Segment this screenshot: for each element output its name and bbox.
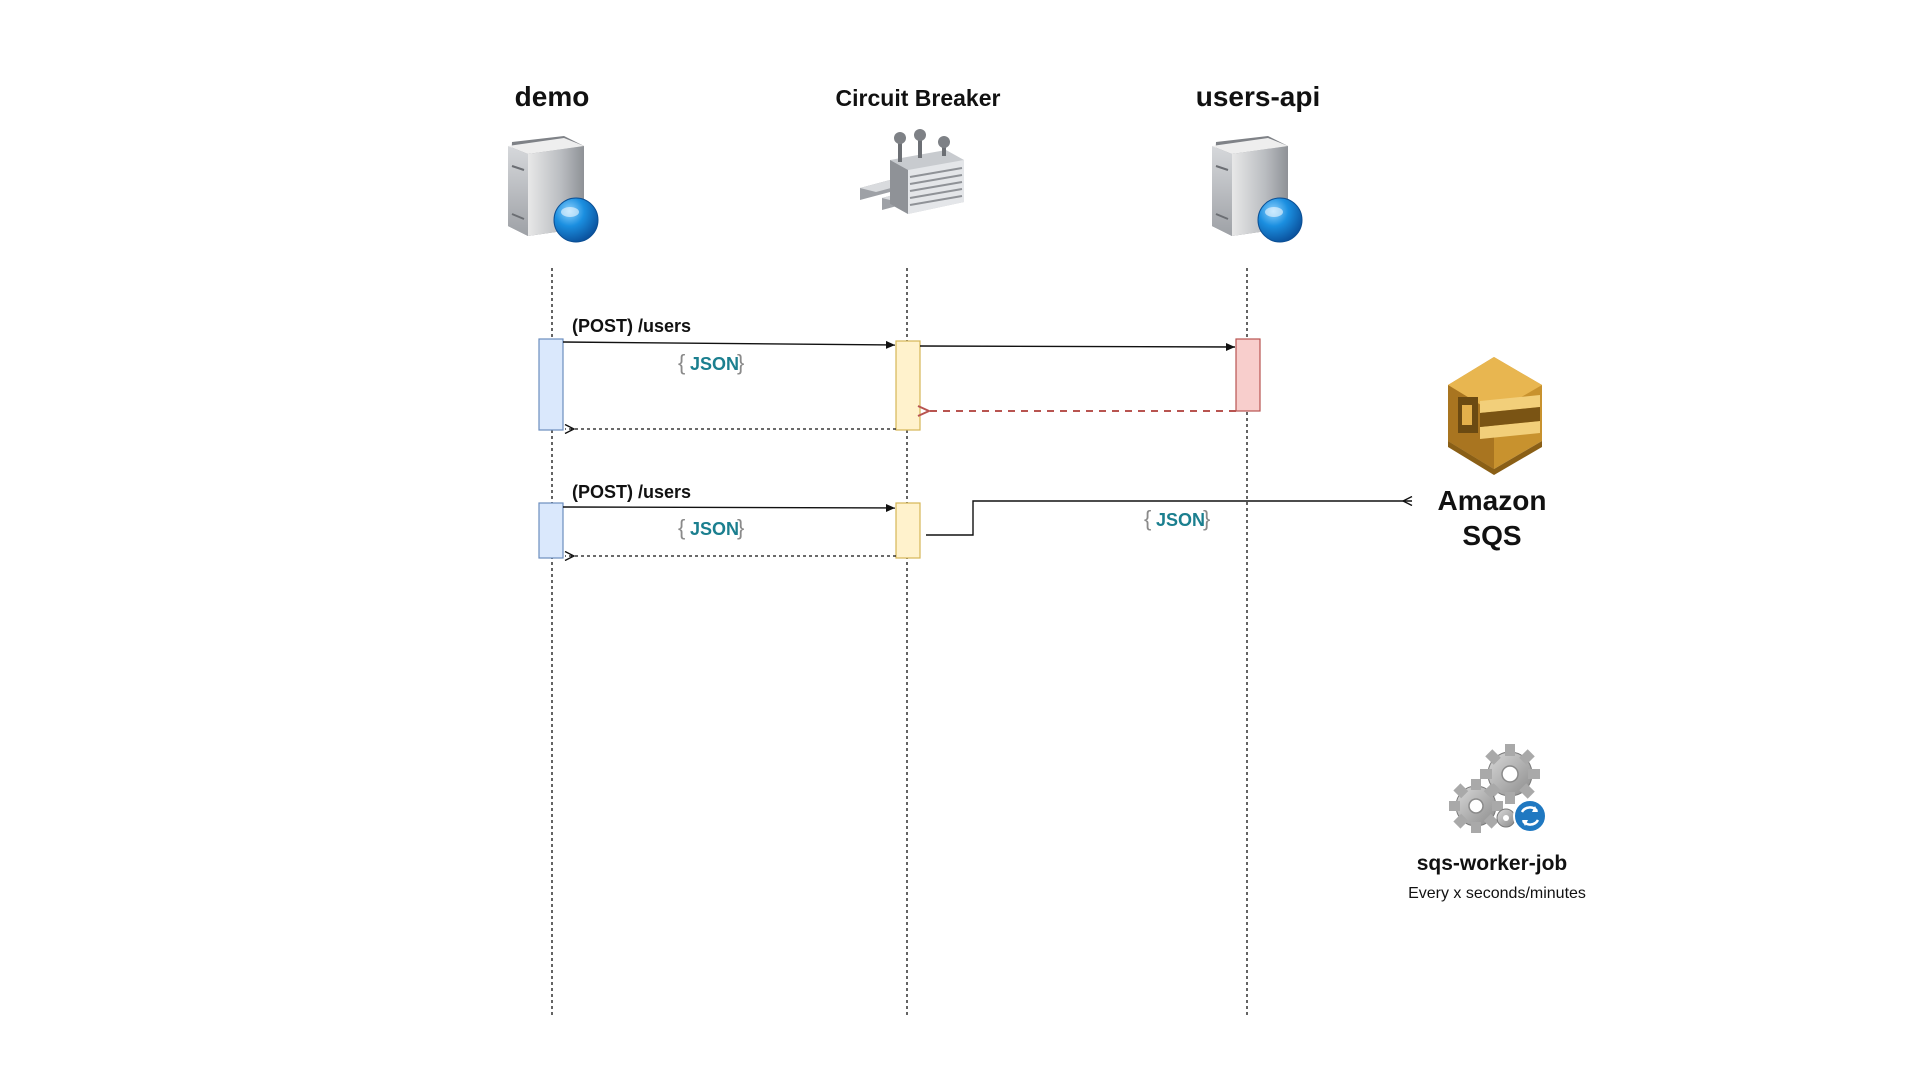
web-server-icon	[508, 136, 599, 243]
json-close-brace: }	[737, 350, 744, 375]
worker-title: sqs-worker-job	[1417, 852, 1568, 875]
request-label: (POST) /users	[572, 482, 691, 502]
sqs-title-line2: SQS	[1462, 520, 1521, 551]
gears-sync-icon	[1449, 744, 1547, 833]
circuit-breaker-activation	[895, 502, 921, 559]
demo-activation	[538, 338, 564, 431]
json-payload-label: { JSON }	[678, 350, 744, 375]
demo-title: demo	[515, 81, 590, 112]
sqs-title-line1: Amazon	[1438, 485, 1547, 516]
worker-subtitle: Every x seconds/minutes	[1408, 885, 1586, 902]
json-word: JSON	[690, 519, 739, 539]
circuit-breaker-title: Circuit Breaker	[836, 85, 1001, 111]
json-close-brace: }	[737, 515, 744, 540]
circuit-breaker-activation	[895, 340, 921, 431]
json-open-brace: {	[678, 350, 685, 375]
users-api-activation	[1235, 338, 1261, 412]
request-label: (POST) /users	[572, 316, 691, 336]
json-word: JSON	[690, 354, 739, 374]
users-api-title: users-api	[1196, 81, 1321, 112]
circuit-breaker-switch-icon	[860, 129, 964, 214]
json-open-brace: {	[678, 515, 685, 540]
sqs-publish-arrow	[926, 501, 1412, 536]
web-server-icon	[1212, 136, 1303, 243]
json-open-brace: {	[1144, 506, 1151, 531]
json-close-brace: }	[1203, 506, 1210, 531]
forward-request-arrow	[919, 342, 1236, 351]
request-arrow	[562, 503, 896, 512]
json-word: JSON	[1156, 510, 1205, 530]
request-arrow	[562, 340, 896, 349]
demo-activation	[538, 502, 564, 559]
json-payload-label: { JSON }	[678, 515, 744, 540]
amazon-sqs-icon	[1448, 357, 1542, 475]
json-payload-label: { JSON }	[1144, 506, 1210, 531]
